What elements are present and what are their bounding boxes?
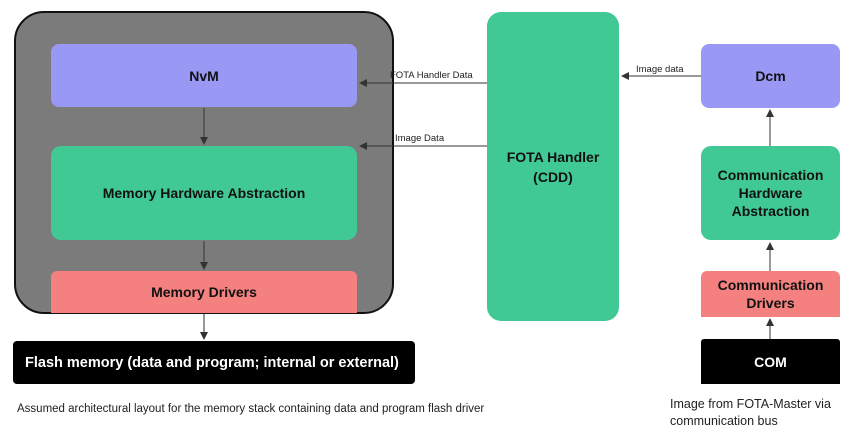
communication-caption: Image from FOTA-Master via communication… — [670, 397, 831, 428]
memory-drivers-label: Memory Drivers — [151, 284, 257, 300]
dcm-label: Dcm — [755, 68, 786, 84]
communication-drivers-label: Communication Drivers — [717, 277, 824, 311]
flash-memory-block: Flash memory (data and program; internal… — [13, 341, 415, 384]
memory-drivers-block: Memory Drivers — [51, 271, 357, 313]
communication-hardware-abstraction-label: Communication Hardware Abstraction — [717, 167, 824, 219]
nvm-label: NvM — [189, 67, 219, 84]
communication-hardware-abstraction-block: Communication Hardware Abstraction — [701, 146, 840, 240]
fota-handler-data-label: FOTA Handler Data — [390, 70, 473, 81]
flash-memory-label: Flash memory (data and program; internal… — [25, 354, 399, 371]
com-block: COM — [701, 339, 840, 384]
memory-hardware-abstraction-label: Memory Hardware Abstraction — [102, 185, 306, 201]
fota-handler-label: FOTA Handler (CDD) — [506, 148, 600, 185]
memory-hardware-abstraction-block: Memory Hardware Abstraction — [51, 146, 357, 240]
dcm-image-data-label: Image data — [636, 64, 684, 75]
dcm-block: Dcm — [701, 44, 840, 108]
nvm-block: NvM — [51, 44, 357, 107]
fota-handler-block: FOTA Handler (CDD) — [487, 12, 619, 321]
communication-drivers-block: Communication Drivers — [701, 271, 840, 317]
com-label: COM — [754, 353, 787, 370]
image-data-label: Image Data — [395, 133, 445, 144]
memory-stack-caption: Assumed architectural layout for the mem… — [17, 403, 485, 415]
